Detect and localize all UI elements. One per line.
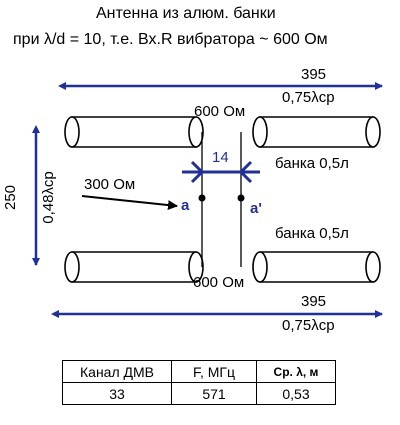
table-cell-frequency: 571 (171, 382, 257, 405)
channel-table: Канал ДМВ F, МГц Ср. λ, м 33 571 0,53 (62, 360, 336, 405)
title-line-1: Антенна из алюм. банки (96, 5, 276, 22)
feed-impedance-arrow (81, 195, 178, 211)
feed-point-a-prime (237, 194, 245, 202)
gap-value: 14 (212, 149, 229, 166)
table-cell-wavelength: 0,53 (256, 382, 336, 405)
can-top-right (252, 116, 381, 148)
table-header-channel: Канал ДМВ (62, 360, 172, 383)
feed-impedance-label: 300 Ом (84, 176, 136, 193)
bottom-impedance-label: 600 Ом (193, 274, 245, 291)
title-line-2: при λ/d = 10, т.е. Вх.R вибратора ~ 600 … (13, 31, 328, 48)
bottom-length-unit: 0,75λср (282, 317, 335, 334)
top-impedance-label: 600 Ом (194, 103, 246, 120)
can-bottom-left (64, 251, 204, 283)
table-row: 33 571 0,53 (62, 382, 336, 405)
table-header-frequency: F, МГц (171, 360, 257, 383)
top-length-unit: 0,75λср (282, 89, 335, 106)
height-unit: 0,48λср (39, 171, 57, 224)
table-header-wavelength: Ср. λ, м (256, 360, 336, 383)
feed-point-a (198, 194, 206, 202)
top-length-value: 395 (301, 66, 327, 83)
table-cell-channel: 33 (62, 382, 172, 405)
table-header-row: Канал ДМВ F, МГц Ср. λ, м (62, 360, 336, 383)
can-top-left (64, 116, 204, 148)
bottom-length-value: 395 (301, 293, 327, 310)
can-bottom-right (252, 251, 381, 283)
can-top-label: банка 0,5л (275, 155, 349, 172)
can-bottom-label: банка 0,5л (275, 225, 349, 242)
point-a-prime-label: a' (250, 200, 262, 217)
point-a-label: a (181, 197, 190, 214)
gap-dimension (182, 160, 260, 184)
height-value: 250 (2, 184, 20, 211)
